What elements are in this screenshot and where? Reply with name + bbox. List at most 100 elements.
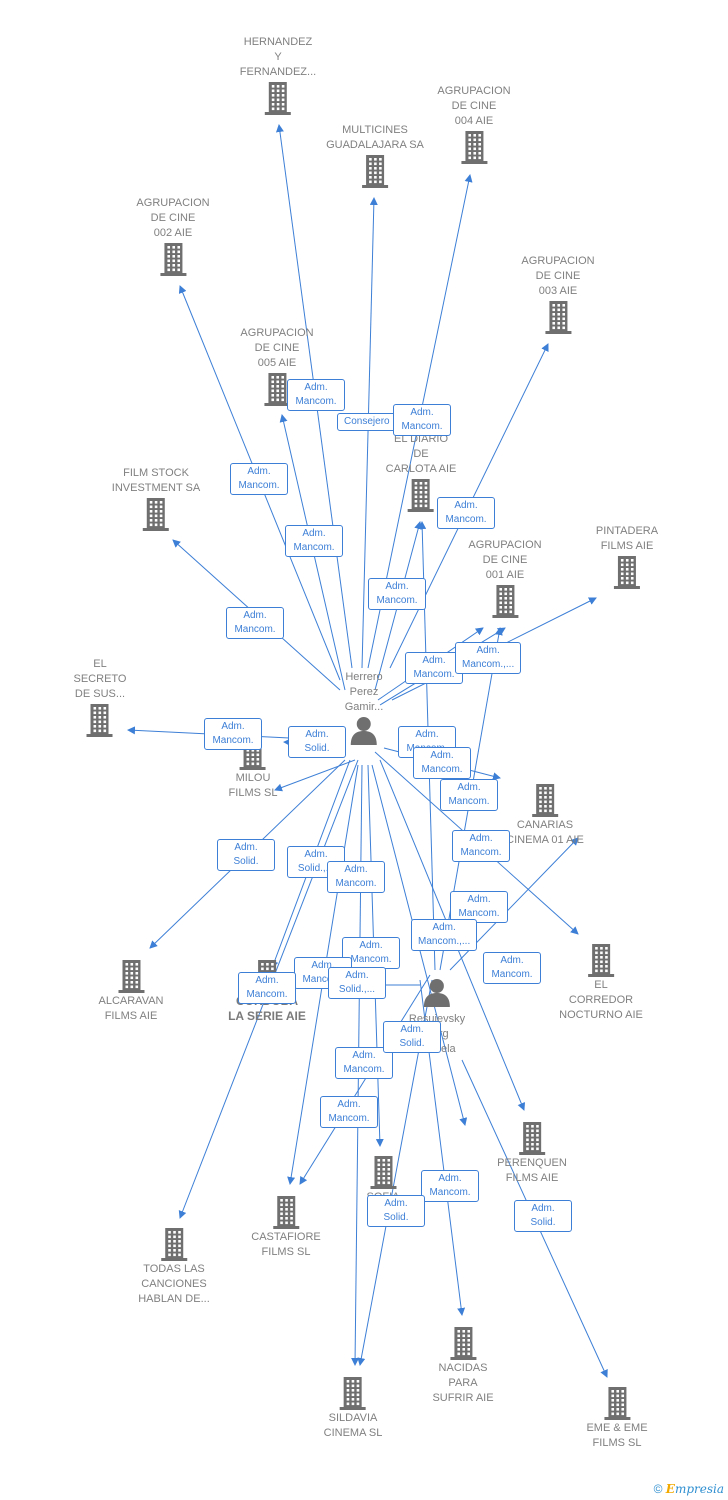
- relation-label[interactable]: Adm. Solid.: [288, 726, 346, 758]
- relation-label[interactable]: Adm. Mancom.: [204, 718, 262, 750]
- building-icon: [460, 131, 487, 164]
- company-label: EL SECRETO DE SUS...: [73, 658, 127, 700]
- company-node-hernandez[interactable]: HERNANDEZ Y FERNANDEZ...: [240, 35, 316, 116]
- building-icon: [613, 556, 640, 589]
- company-label: ALCARAVAN FILMS AIE: [98, 995, 164, 1022]
- relation-label[interactable]: Adm. Mancom.: [437, 497, 495, 529]
- building-icon: [361, 155, 388, 188]
- company-node-canarias[interactable]: CANARIAS CINEMA 01 AIE: [506, 782, 584, 848]
- company-node-perenquen[interactable]: PERENQUEN FILMS AIE: [497, 1120, 567, 1186]
- company-label: AGRUPACION DE CINE 002 AIE: [136, 197, 210, 239]
- company-label: EL CORREDOR NOCTURNO AIE: [559, 979, 643, 1021]
- building-icon: [117, 960, 144, 993]
- relation-label[interactable]: Adm. Mancom.: [393, 404, 451, 436]
- company-node-agr005[interactable]: AGRUPACION DE CINE 005 AIE: [240, 326, 314, 407]
- brand-name: Empresia: [665, 1482, 724, 1496]
- building-icon: [143, 498, 169, 531]
- connection-line: [274, 759, 356, 792]
- connection-line: [299, 974, 431, 1185]
- building-icon: [340, 1377, 366, 1410]
- relation-label[interactable]: Adm. Solid.: [383, 1021, 441, 1053]
- company-label: CANARIAS CINEMA 01 AIE: [506, 819, 584, 846]
- company-label: AGRUPACION DE CINE 005 AIE: [240, 327, 314, 369]
- relation-label[interactable]: Adm. Solid.: [514, 1200, 572, 1232]
- relation-label[interactable]: Adm. Mancom.: [440, 779, 498, 811]
- building-icon: [450, 1327, 476, 1360]
- company-label: MILOU FILMS SL: [228, 772, 278, 799]
- company-label: EME & EME FILMS SL: [586, 1422, 648, 1449]
- relation-label[interactable]: Adm. Mancom.: [405, 652, 463, 684]
- building-icon: [491, 585, 518, 618]
- building-icon: [587, 944, 614, 977]
- copyright-symbol: ©: [653, 1482, 663, 1496]
- company-node-agr001[interactable]: AGRUPACION DE CINE 001 AIE: [468, 538, 542, 619]
- company-node-eme[interactable]: EME & EME FILMS SL: [586, 1385, 648, 1451]
- building-icon: [161, 1228, 187, 1261]
- company-label: AGRUPACION DE CINE 001 AIE: [468, 539, 542, 581]
- building-icon: [369, 1156, 396, 1189]
- relation-label[interactable]: Adm. Mancom.: [230, 463, 288, 495]
- company-node-todas[interactable]: TODAS LAS CANCIONES HABLAN DE...: [138, 1226, 210, 1307]
- company-label: MULTICINES GUADALAJARA SA: [326, 124, 424, 151]
- company-node-multicines[interactable]: MULTICINES GUADALAJARA SA: [326, 123, 424, 189]
- relation-label[interactable]: Adm. Mancom.: [287, 379, 345, 411]
- person-label: Herrero Perez Gamir...: [344, 671, 384, 713]
- company-label: PINTADERA FILMS AIE: [595, 525, 659, 552]
- company-node-alcaravan[interactable]: ALCARAVAN FILMS AIE: [98, 958, 164, 1024]
- company-label: TODAS LAS CANCIONES HABLAN DE...: [138, 1263, 210, 1305]
- company-node-corredor[interactable]: EL CORREDOR NOCTURNO AIE: [559, 942, 643, 1023]
- relation-label[interactable]: Adm. Mancom.: [413, 747, 471, 779]
- company-node-pintadera[interactable]: PINTADERA FILMS AIE: [596, 524, 658, 590]
- relation-label[interactable]: Adm. Mancom.: [327, 861, 385, 893]
- relation-label[interactable]: Adm. Mancom.: [320, 1096, 378, 1128]
- relation-label[interactable]: Adm. Mancom.,...: [411, 919, 478, 951]
- relation-label[interactable]: Adm. Mancom.: [450, 891, 508, 923]
- company-label: NACIDAS PARA SUFRIR AIE: [432, 1362, 494, 1404]
- footer-brand: © Empresia: [654, 1482, 724, 1496]
- company-node-agr004[interactable]: AGRUPACION DE CINE 004 AIE: [437, 84, 511, 165]
- relation-label[interactable]: Adm. Mancom.,...: [455, 642, 522, 674]
- relation-label[interactable]: Adm. Mancom.: [368, 578, 426, 610]
- building-icon: [263, 373, 290, 406]
- relation-label[interactable]: Adm. Mancom.: [226, 607, 284, 639]
- building-icon: [532, 784, 558, 817]
- company-label: HERNANDEZ Y FERNANDEZ...: [239, 36, 317, 78]
- building-icon: [86, 704, 113, 737]
- company-node-castafiore[interactable]: CASTAFIORE FILMS SL: [251, 1194, 321, 1260]
- relation-label[interactable]: Adm. Mancom.: [285, 525, 343, 557]
- company-node-agr002[interactable]: AGRUPACION DE CINE 002 AIE: [136, 196, 210, 277]
- company-node-nacidas[interactable]: NACIDAS PARA SUFRIR AIE: [432, 1325, 494, 1406]
- company-label: FILM STOCK INVESTMENT SA: [111, 467, 201, 494]
- company-label: AGRUPACION DE CINE 003 AIE: [521, 255, 595, 297]
- connection-line: [361, 197, 378, 669]
- relation-label[interactable]: Adm. Mancom.: [238, 972, 296, 1004]
- building-icon: [519, 1122, 545, 1155]
- company-node-agr003[interactable]: AGRUPACION DE CINE 003 AIE: [521, 254, 595, 335]
- building-icon: [544, 301, 571, 334]
- person-icon: [350, 717, 377, 745]
- company-node-secreto[interactable]: EL SECRETO DE SUS...: [73, 657, 127, 738]
- relation-label[interactable]: Adm. Solid.: [367, 1195, 425, 1227]
- relation-label[interactable]: Consejero: [337, 413, 397, 431]
- building-icon: [159, 243, 186, 276]
- relation-label[interactable]: Adm. Mancom.: [483, 952, 541, 984]
- relation-label[interactable]: Adm. Mancom.: [452, 830, 510, 862]
- company-label: CASTAFIORE FILMS SL: [251, 1231, 321, 1258]
- company-node-diario[interactable]: EL DIARIO DE CARLOTA AIE: [385, 432, 457, 513]
- building-icon: [408, 479, 434, 512]
- building-icon: [265, 82, 291, 115]
- relation-label[interactable]: Adm. Mancom.: [421, 1170, 479, 1202]
- company-node-filmstock[interactable]: FILM STOCK INVESTMENT SA: [112, 466, 200, 532]
- relation-label[interactable]: Adm. Solid.,...: [328, 967, 386, 999]
- building-icon: [272, 1196, 299, 1229]
- company-label: PERENQUEN FILMS AIE: [497, 1157, 567, 1184]
- relation-label[interactable]: Adm. Solid.: [217, 839, 275, 871]
- company-label: AGRUPACION DE CINE 004 AIE: [437, 85, 511, 127]
- company-node-sildavia[interactable]: SILDAVIA CINEMA SL: [324, 1375, 382, 1441]
- company-label: EL DIARIO DE CARLOTA AIE: [385, 433, 457, 475]
- person-node-herrero[interactable]: Herrero Perez Gamir...: [344, 670, 384, 750]
- person-icon: [424, 979, 450, 1007]
- building-icon: [604, 1387, 630, 1420]
